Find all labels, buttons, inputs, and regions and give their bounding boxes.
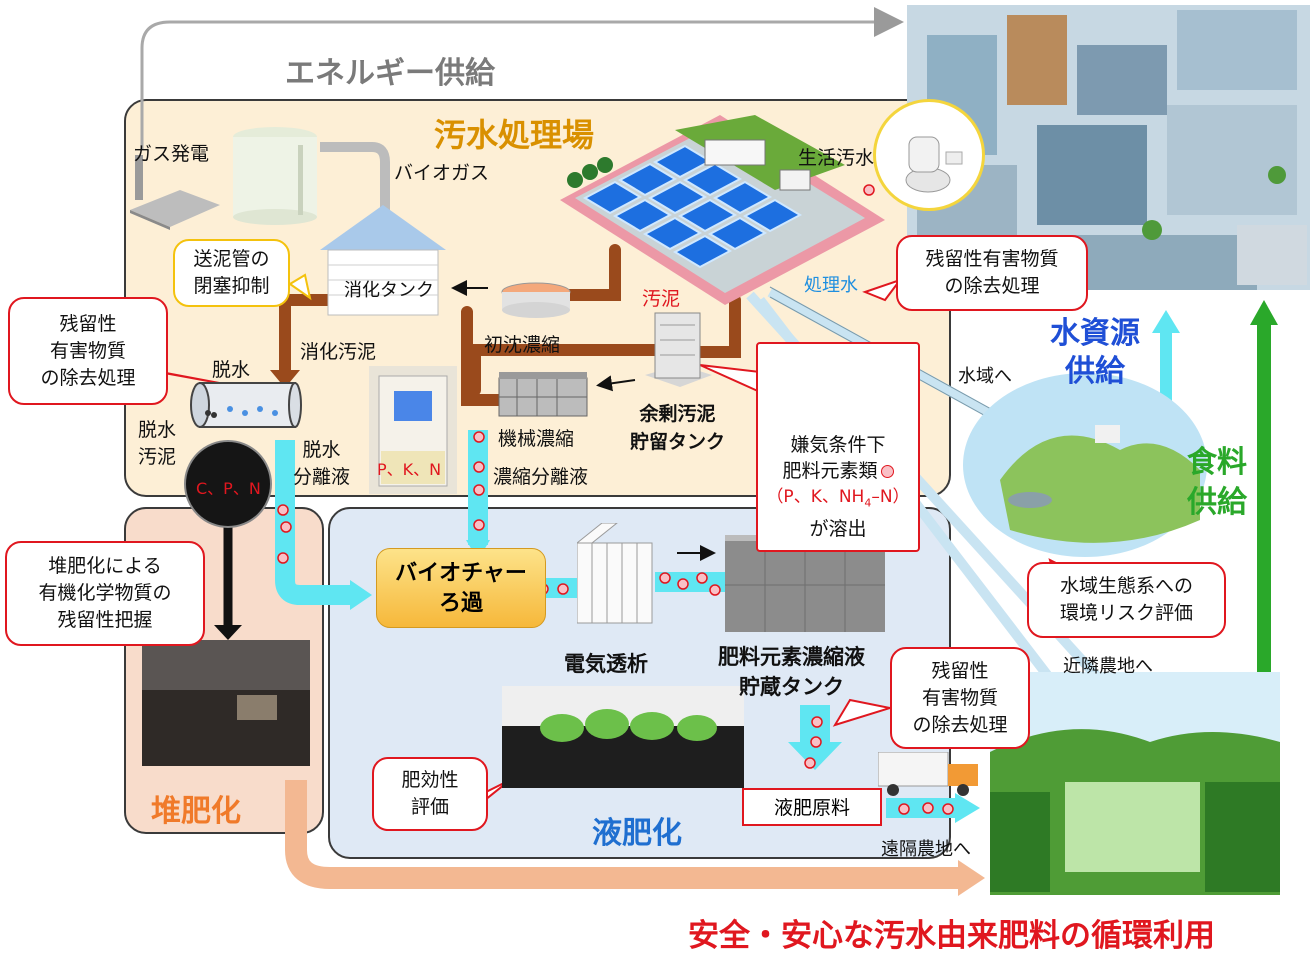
domestic-sewage-label: 生活汚水 xyxy=(798,147,875,169)
electrodialysis-stack xyxy=(577,523,662,628)
thickening-filtrate-label: 濃縮分離液 xyxy=(493,466,589,488)
truck-illustration xyxy=(878,752,983,797)
gas-holder xyxy=(228,125,323,225)
digested-sludge-label: 消化汚泥 xyxy=(300,341,377,363)
dewatering-filtrate-label: 脱水分離液 xyxy=(293,439,351,488)
water-supply-arrow xyxy=(1160,330,1172,415)
liquid-fertilizer-material-box: 液肥原料 xyxy=(742,788,882,826)
food-supply-label: 食料供給 xyxy=(1187,445,1247,520)
gas-power-label: ガス発電 xyxy=(133,143,210,165)
nearby-farmland-label: 近隣農地へ xyxy=(1063,656,1153,677)
cpn-label: C、P、N xyxy=(196,479,261,498)
residual-removal-callout-top: 残留性有害物質の除去処理 xyxy=(896,235,1088,311)
digestion-tank-label: 消化タンク xyxy=(344,280,434,301)
remote-farmland-label: 遠隔農地へ xyxy=(881,839,971,860)
treatment-plant-illustration xyxy=(555,110,890,310)
excess-sludge-tank-illustration xyxy=(640,305,715,390)
dewatering-label: 脱水 xyxy=(212,359,251,381)
energy-supply-arrow xyxy=(140,7,904,150)
anaerobic-elution-callout: 嫌気条件下 肥料元素類 （P、K、NH4–N） が溶出 xyxy=(756,342,920,552)
compost-flow-arrow xyxy=(285,780,965,889)
dewatered-sludge-label: 脱水汚泥 xyxy=(138,419,177,468)
dewatering-drum xyxy=(190,375,302,435)
mechanical-thickener xyxy=(497,370,590,420)
pipe-blockage-callout: 送泥管の閉塞抑制 xyxy=(173,239,290,307)
fertilizer-effect-callout: 肥効性評価 xyxy=(372,757,488,831)
sludge-label: 汚泥 xyxy=(642,288,681,310)
compost-facility-photo xyxy=(142,640,310,766)
primary-thickener xyxy=(500,282,572,318)
composting-title: 堆肥化 xyxy=(151,794,241,829)
dewatered-cake-photo xyxy=(184,440,272,528)
biogas-label: バイオガス xyxy=(394,162,490,184)
mechanical-thickening-label: 機械濃縮 xyxy=(498,428,575,450)
excess-sludge-tank-label: 余剰汚泥貯留タンク xyxy=(630,403,726,453)
concentrate-tank-label: 肥料元素濃縮液貯蔵タンク xyxy=(718,645,865,699)
plant-title: 汚水処理場 xyxy=(434,116,595,154)
energy-supply-label: エネルギー供給 xyxy=(285,56,495,91)
filtrate-beaker-photo xyxy=(369,366,457,494)
pkn-label: P、K、N xyxy=(377,460,442,479)
plant-growth-photo xyxy=(502,686,744,788)
farmland-illustration xyxy=(990,672,1280,895)
water-resource-label: 水資源供給 xyxy=(1050,316,1140,389)
water-area-label: 水域へ xyxy=(958,366,1012,387)
water-area-illustration xyxy=(960,370,1210,560)
digestion-tank-illustration xyxy=(318,205,448,320)
treated-water-label: 処理水 xyxy=(804,275,858,296)
toilet-icon xyxy=(873,99,985,211)
residual-removal-callout-left: 残留性有害物質の除去処理 xyxy=(8,297,168,405)
gas-power-building xyxy=(125,155,225,230)
electrodialysis-label: 電気透析 xyxy=(564,652,648,676)
biochar-filter: バイオチャーろ過 xyxy=(376,548,546,628)
compost-residual-callout: 堆肥化による有機化学物質の残留性把握 xyxy=(5,541,205,646)
food-supply-arrow xyxy=(1257,320,1271,675)
bottom-title: 安全・安心な汚水由来肥料の循環利用 xyxy=(688,918,1215,954)
primary-thickening-label: 初沈濃縮 xyxy=(484,334,561,356)
ecosystem-risk-callout: 水域生態系への環境リスク評価 xyxy=(1027,562,1226,638)
liquid-fertilizer-title: 液肥化 xyxy=(592,816,682,851)
residual-removal-callout-bottom: 残留性有害物質の除去処理 xyxy=(890,647,1030,749)
